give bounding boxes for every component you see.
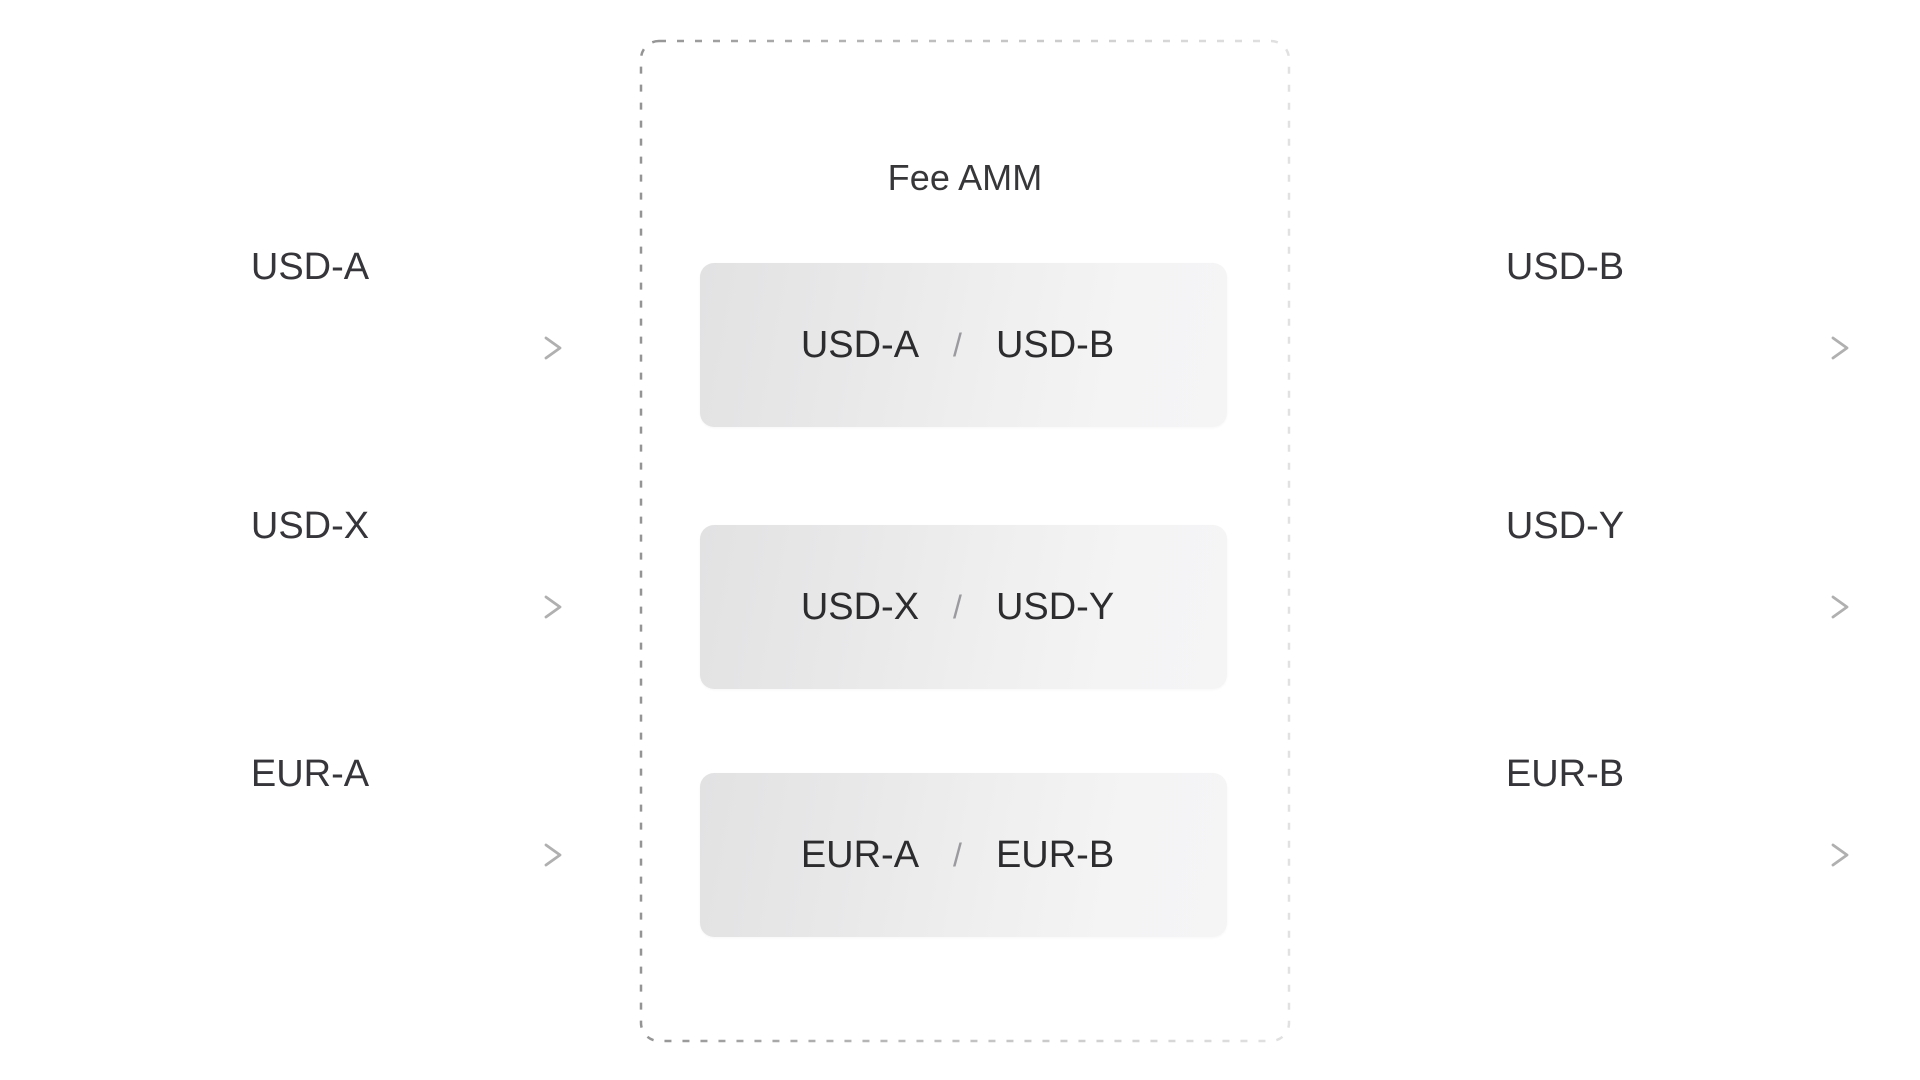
pair-separator: / (953, 589, 962, 625)
output-label: EUR-B (1505, 753, 1625, 795)
pair-quote-token: USD-Y (995, 586, 1115, 628)
input-arrow-icon (0, 594, 568, 620)
fee-amm-container: Fee AMM (639, 39, 1291, 1043)
output-arrow-icon (1227, 335, 1855, 361)
input-arrow-icon (0, 842, 568, 868)
input-label: EUR-A (250, 753, 370, 795)
output-label: USD-Y (1505, 505, 1625, 547)
input-label: USD-X (250, 505, 370, 547)
pair-card[interactable]: EUR-A / EUR-B (700, 773, 1227, 937)
pair-quote-token: USD-B (995, 324, 1115, 366)
pair-card-content: USD-A / USD-B (801, 322, 1114, 368)
pair-base-token: USD-X (800, 586, 920, 628)
output-arrow-icon (1227, 842, 1855, 868)
page-title: Fee AMM (887, 157, 1043, 198)
output-label: USD-B (1505, 246, 1625, 288)
pair-separator: / (953, 837, 962, 873)
output-arrow-icon (1227, 594, 1855, 620)
pair-separator: / (953, 327, 962, 363)
dashed-border (639, 39, 1291, 1043)
input-arrow-icon (0, 335, 568, 361)
pair-card-content: EUR-A / EUR-B (801, 832, 1114, 878)
pair-quote-token: EUR-B (995, 834, 1115, 876)
input-label: USD-A (250, 246, 370, 288)
pair-card[interactable]: USD-X / USD-Y (700, 525, 1227, 689)
pair-card[interactable]: USD-A / USD-B (700, 263, 1227, 427)
pair-base-token: USD-A (800, 324, 920, 366)
pair-base-token: EUR-A (800, 834, 920, 876)
pair-card-content: USD-X / USD-Y (801, 584, 1114, 630)
